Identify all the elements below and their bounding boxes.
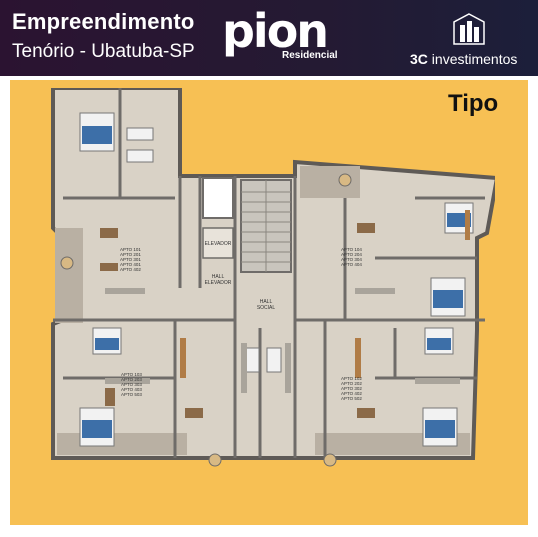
bed [92,327,122,355]
balcony [57,433,187,455]
elevator-label: ELEVADOR [205,241,232,247]
bed [79,407,115,447]
single-bed [126,127,282,373]
dining-table [100,223,375,418]
bed [79,112,115,152]
header-banner: Empreendimento Tenório - Ubatuba-SP pion… [0,0,538,76]
bed [424,327,454,355]
developer-brand: 3C investimentos [410,51,518,67]
pion-logo: pion [222,4,329,58]
development-title: Empreendimento [12,9,195,34]
interior-walls [53,88,485,458]
hall-elevator-label-2: ELEVADOR [205,280,232,286]
floor-plan: ELEVADOR HALL ELEVADOR HALL SOCIAL [51,88,495,467]
kitchen-counter [105,288,460,393]
balcony [55,228,83,323]
bed [430,277,466,317]
building-logo-icon [453,13,485,45]
round-table [60,173,352,467]
hall-social-label-2: SOCIAL [257,305,276,311]
hall-social-label: HALL [260,299,273,305]
development-location: Tenório - Ubatuba-SP [12,41,195,62]
stair-core [202,177,292,273]
bed [422,407,458,447]
logo-tagline: Residencial [282,50,338,61]
hall-elevator-label: HALL [212,274,225,280]
floor-type-label: Tipo [448,90,499,117]
wood-panel [180,210,470,378]
